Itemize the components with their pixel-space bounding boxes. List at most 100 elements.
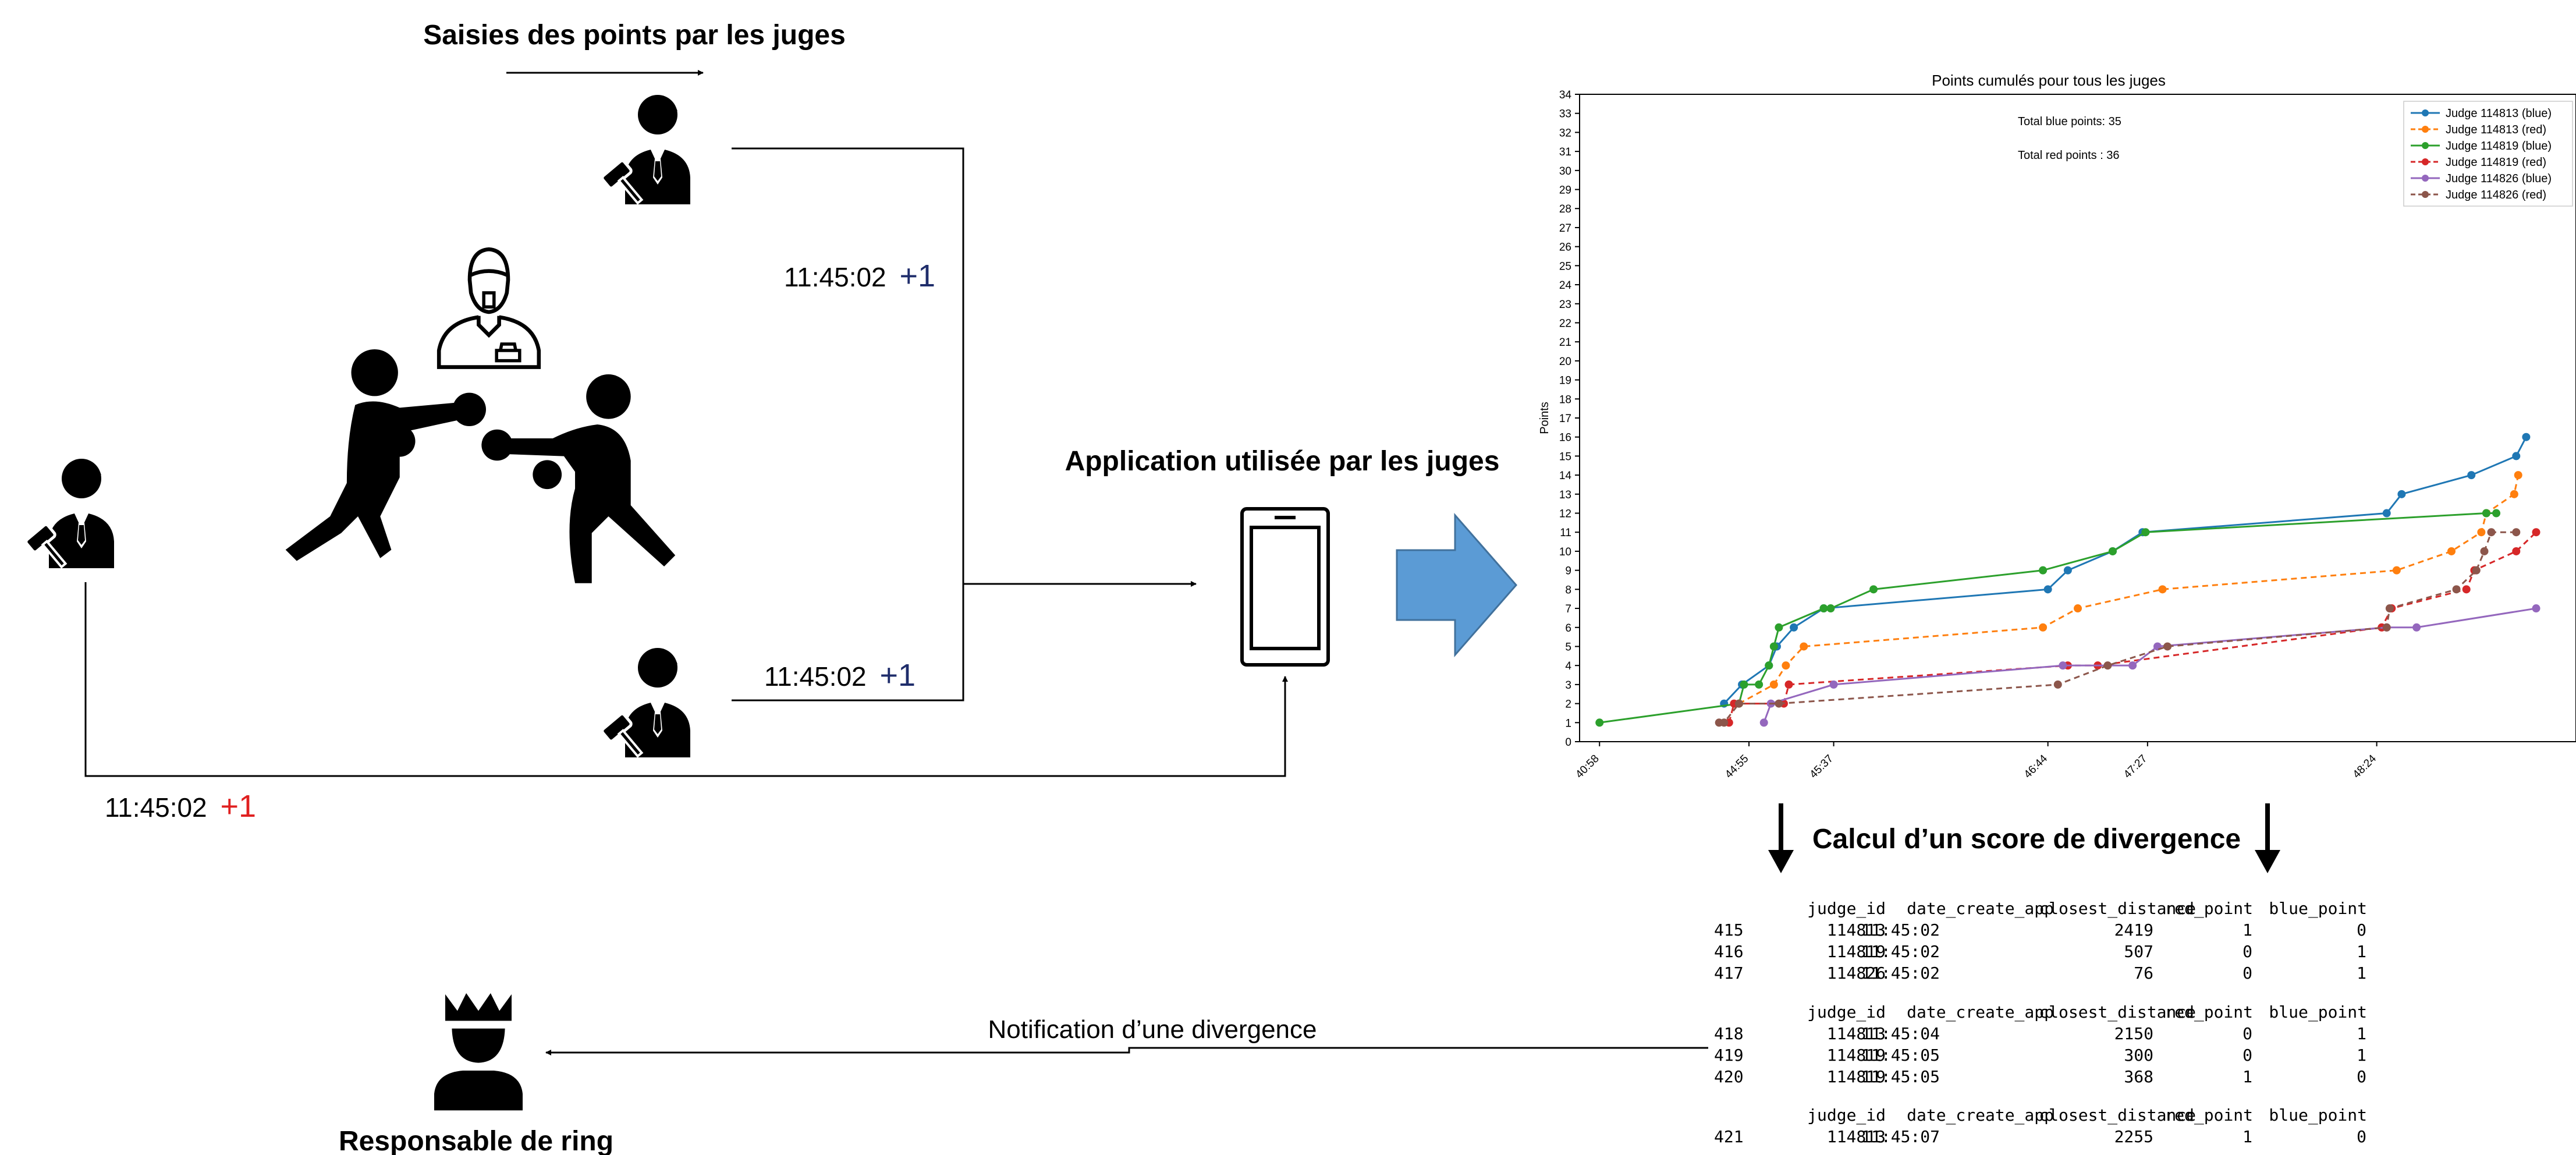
table-cell: 1 — [2243, 1067, 2252, 1086]
chart-data-point — [2487, 528, 2496, 537]
chart-data-point — [2492, 509, 2501, 518]
chart-data-point — [1765, 661, 1773, 670]
app-label: Application utilisée par les juges — [1065, 446, 1500, 477]
table-header: blue_point — [2269, 899, 2367, 919]
chart-data-point — [2397, 490, 2406, 498]
chart-data-point — [1720, 718, 1729, 727]
chart-data-point — [1790, 623, 1798, 632]
table-cell: 507 — [2124, 942, 2153, 961]
chart-data-point — [1775, 623, 1783, 632]
table-cell: 11:45:02 — [1861, 942, 1940, 961]
table-cell: 0 — [2357, 920, 2366, 940]
table-cell: 1 — [2357, 1046, 2366, 1065]
chart-ytick-label: 28 — [1559, 203, 1571, 215]
table-cell: 11:45:07 — [1861, 1127, 1940, 1146]
down-arrow-icon — [2255, 803, 2280, 873]
chart-ytick-label: 13 — [1559, 489, 1571, 501]
chart-ytick-label: 20 — [1559, 356, 1571, 368]
chart-ytick-label: 12 — [1559, 508, 1571, 520]
chart-data-point — [2108, 547, 2117, 555]
chart-data-point — [1869, 585, 1878, 594]
chart-series-line — [1723, 437, 2527, 704]
table-header: red_point — [2165, 899, 2253, 919]
chart-ytick-label: 30 — [1559, 165, 1571, 178]
judge-left-connector — [84, 582, 1288, 777]
table-header: judge_id — [1807, 899, 1886, 919]
table-row-index: 420 — [1714, 1067, 1744, 1086]
table-cell: 1 — [2357, 963, 2366, 983]
chart-ytick-label: 29 — [1559, 185, 1571, 197]
chart-series-line — [1599, 512, 2497, 724]
chart-data-point — [2043, 585, 2052, 594]
chart-legend-marker — [2422, 158, 2429, 165]
table-cell: 0 — [2243, 1024, 2252, 1043]
chart-data-point — [1769, 642, 1778, 651]
table-cell: 114819 — [1827, 1067, 1886, 1086]
chart-ytick-label: 5 — [1565, 641, 1571, 653]
table-cell: 0 — [2243, 942, 2252, 961]
chart-ylabel: Points — [1538, 402, 1551, 434]
table-cell: 0 — [2357, 1127, 2366, 1146]
phone-icon — [1242, 509, 1328, 665]
chart-ytick-label: 2 — [1565, 699, 1571, 711]
chart-data-point — [1784, 680, 1793, 689]
chart-data-point — [1819, 604, 1828, 613]
chart-ytick-label: 0 — [1565, 736, 1571, 749]
chart-ytick-label: 19 — [1559, 375, 1571, 387]
table-cell: 114819 — [1827, 942, 1886, 961]
chart-legend-label: Judge 114813 (red) — [2446, 123, 2546, 136]
chart-title: Points cumulés pour tous les juges — [1932, 72, 2166, 89]
table-cell: 1 — [2357, 942, 2366, 961]
chart-data-point — [2385, 604, 2394, 613]
input-title: Saisies des points par les juges — [423, 20, 846, 51]
chart-ytick-label: 7 — [1565, 603, 1571, 615]
event-left-point: +1 — [220, 789, 256, 824]
chart-data-point — [2472, 566, 2481, 575]
cumulative-points-chart: Points cumulés pour tous les juges Point… — [1538, 72, 2576, 781]
table-cell: 2419 — [2114, 920, 2153, 940]
table-cell: 114813 — [1827, 1127, 1886, 1146]
chart-annotation-blue: Total blue points: 35 — [2018, 115, 2121, 128]
chart-ytick-label: 6 — [1565, 622, 1571, 635]
chart-ytick-label: 4 — [1565, 660, 1571, 672]
chart-data-point — [2103, 661, 2112, 670]
chart-annotation-red: Total red points : 36 — [2018, 149, 2120, 162]
down-arrow-icon — [1768, 803, 1794, 873]
chart-legend-label: Judge 114819 (blue) — [2446, 140, 2552, 153]
chart-data-point — [1782, 661, 1790, 670]
judge-icon — [601, 95, 690, 211]
table-cell: 114813 — [1827, 1024, 1886, 1043]
notification-arrow — [545, 1047, 1708, 1055]
table-cell: 11:45:02 — [1861, 963, 1940, 983]
chart-data-point — [2039, 566, 2048, 575]
table-row-index: 415 — [1714, 920, 1744, 940]
chart-data-point — [1755, 680, 1764, 689]
table-header: date_create_app — [1907, 1106, 2054, 1125]
table-row-index: 416 — [1714, 942, 1744, 961]
chart-data-point — [2128, 661, 2137, 670]
chart-data-point — [1775, 699, 1783, 708]
chart-data-point — [2514, 471, 2522, 480]
table-row-index: 419 — [1714, 1046, 1744, 1065]
table-header: closest_distance — [2039, 1002, 2196, 1022]
chart-legend-box — [2403, 101, 2573, 207]
chart-data-point — [2512, 452, 2521, 460]
table-cell: 11:45:02 — [1861, 920, 1940, 940]
table-row-index: 418 — [1714, 1024, 1744, 1043]
chart-legend-label: Judge 114819 (red) — [2446, 156, 2546, 169]
chart-data-point — [1800, 642, 1808, 651]
chart-data-point — [2059, 661, 2067, 670]
table-cell: 76 — [2134, 963, 2153, 983]
chart-legend-marker — [2422, 142, 2429, 149]
chart-ytick-label: 16 — [1559, 432, 1571, 444]
chart-data-point — [1595, 718, 1604, 727]
table-header: closest_distance — [2039, 1106, 2196, 1125]
chart-data-point — [2477, 528, 2486, 537]
chart-data-point — [2382, 509, 2391, 518]
chart-data-point — [2063, 566, 2072, 575]
chart-data-point — [2467, 471, 2476, 480]
chart-xtick-label: 48:24 — [2351, 752, 2379, 781]
chart-ytick-label: 32 — [1559, 127, 1571, 139]
table-header: judge_id — [1807, 1002, 1886, 1022]
